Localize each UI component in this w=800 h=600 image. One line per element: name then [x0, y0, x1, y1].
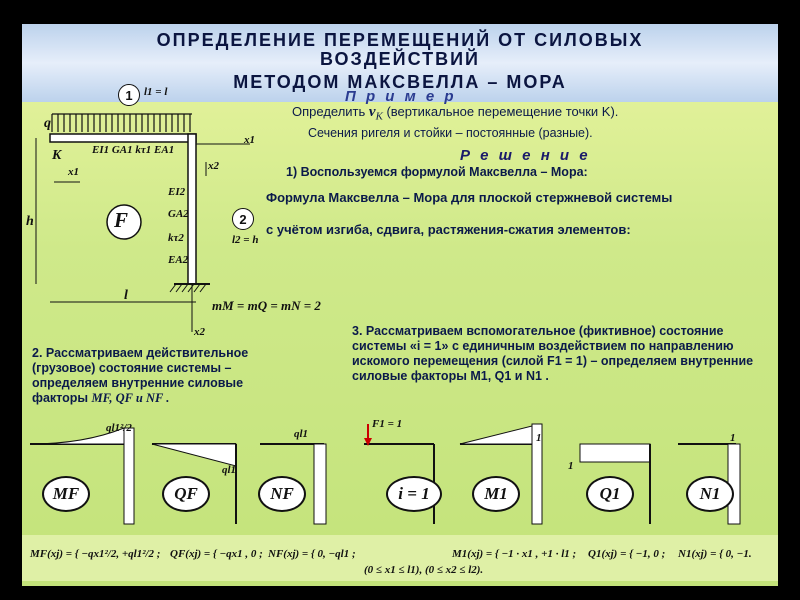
col-prop-EA: EA2	[168, 254, 189, 266]
diagram-label-MF: MF	[42, 476, 90, 512]
formula-M1: M1(xj) = { −1 · x1 , +1 · l1 ;	[452, 548, 577, 560]
M1-note: 1	[536, 432, 542, 444]
col-prop-k: kτ2	[168, 232, 184, 244]
formula-NF: NF(xj) = { 0, −ql1 ;	[268, 548, 356, 560]
diagram-Q1	[579, 443, 651, 524]
example-heading: П р и м е р	[345, 88, 457, 105]
diagrams-row	[29, 423, 741, 525]
l2-label: l2 = h	[232, 234, 259, 246]
formula-MF: MF(xj) = { −qx1²/2, +ql1²/2 ;	[30, 548, 161, 560]
NF-note: ql1	[294, 428, 309, 440]
col-prop-GA: GA2	[168, 208, 189, 220]
x1-axis-label: x1	[244, 134, 255, 146]
solution-heading: Р е ш е н и е	[460, 147, 591, 164]
diagram-NF	[260, 443, 327, 525]
unit-force-note: F1 = 1	[372, 418, 403, 430]
diagram-label-QF: QF	[162, 476, 210, 512]
diagram-label-M1: M1	[472, 476, 520, 512]
task-note: Сечения ригеля и стойки – постоянные (ра…	[308, 126, 593, 140]
MF-note: ql1²/2	[106, 422, 132, 434]
N1-note: 1	[730, 432, 736, 444]
QF-note: ql1	[222, 464, 237, 476]
task-line: Определить vK (вертикальное перемещение …	[292, 104, 618, 123]
step3-text: 3. Рассматриваем вспомогательное (фиктив…	[352, 324, 754, 383]
F-text: F	[114, 208, 129, 232]
diagram-label-unit: i = 1	[386, 476, 442, 512]
task-prefix: Определить	[292, 104, 366, 119]
formula-QF: QF(xj) = { −qx1 , 0 ;	[170, 548, 263, 560]
l1-label: l1 = l	[144, 86, 168, 98]
step1-formula-head: Формула Максвелла – Мора для плоской сте…	[266, 190, 673, 205]
element-1-marker: 1	[118, 84, 140, 106]
step2-body: 2. Рассматриваем действительное (грузово…	[32, 346, 249, 405]
task-symbol: v	[368, 104, 376, 120]
diagram-M1	[459, 423, 543, 525]
formula-N1: N1(xj) = { 0, −1.	[678, 548, 752, 560]
title-line-3: МЕТОДОМ МАКСВЕЛЛА – МОРА	[233, 72, 567, 92]
column	[187, 133, 197, 285]
h-label: h	[26, 214, 34, 229]
formula-strip	[22, 535, 778, 581]
diagram-label-NF: NF	[258, 476, 306, 512]
x2-axis-label: x2	[194, 326, 205, 338]
task-sub: K	[375, 110, 383, 123]
title-line-1: ОПРЕДЕЛЕНИЕ ПЕРЕМЕЩЕНИЙ ОТ СИЛОВЫХ	[156, 30, 644, 50]
frame-scheme	[35, 113, 250, 332]
beam	[49, 133, 197, 143]
col-prop-EI: EI2	[168, 186, 186, 198]
title-line-2: ВОЗДЕЙСТВИЙ	[319, 49, 480, 69]
Q1-note: 1	[568, 460, 574, 472]
diagram-QF	[151, 443, 237, 524]
step1-formula-sub: с учётом изгиба, сдвига, растяжения-сжат…	[266, 222, 631, 237]
F-circle	[106, 204, 142, 240]
title-bar	[22, 24, 778, 102]
x2-label: x2	[208, 160, 219, 172]
x1-label: x1	[68, 166, 79, 178]
distributed-load-arrows	[51, 113, 192, 132]
element-2-marker: 2	[232, 208, 254, 230]
l-label: l	[124, 288, 128, 303]
beam-props: EI1 GA1 kτ1 EA1	[92, 144, 175, 156]
fixed-support	[169, 283, 207, 293]
step2-text: 2. Рассматриваем действительное (грузово…	[32, 346, 290, 406]
K-label: K	[52, 148, 62, 163]
diagram-MF	[29, 427, 135, 525]
multiplicity: mM = mQ = mN = 2	[212, 298, 321, 313]
step2-factors: MF, QF и NF .	[91, 391, 170, 405]
diagram-label-Q1: Q1	[586, 476, 634, 512]
formula-Q1: Q1(xj) = { −1, 0 ;	[588, 548, 666, 560]
diagram-label-N1: N1	[686, 476, 734, 512]
q-label: q	[44, 116, 51, 131]
step1-text: 1) Воспользуемся формулой Максвелла – Мо…	[286, 165, 588, 179]
task-rest: (вертикальное перемещение точки K).	[386, 104, 619, 119]
formula-ranges: (0 ≤ x1 ≤ l1), (0 ≤ x2 ≤ l2).	[364, 564, 484, 576]
